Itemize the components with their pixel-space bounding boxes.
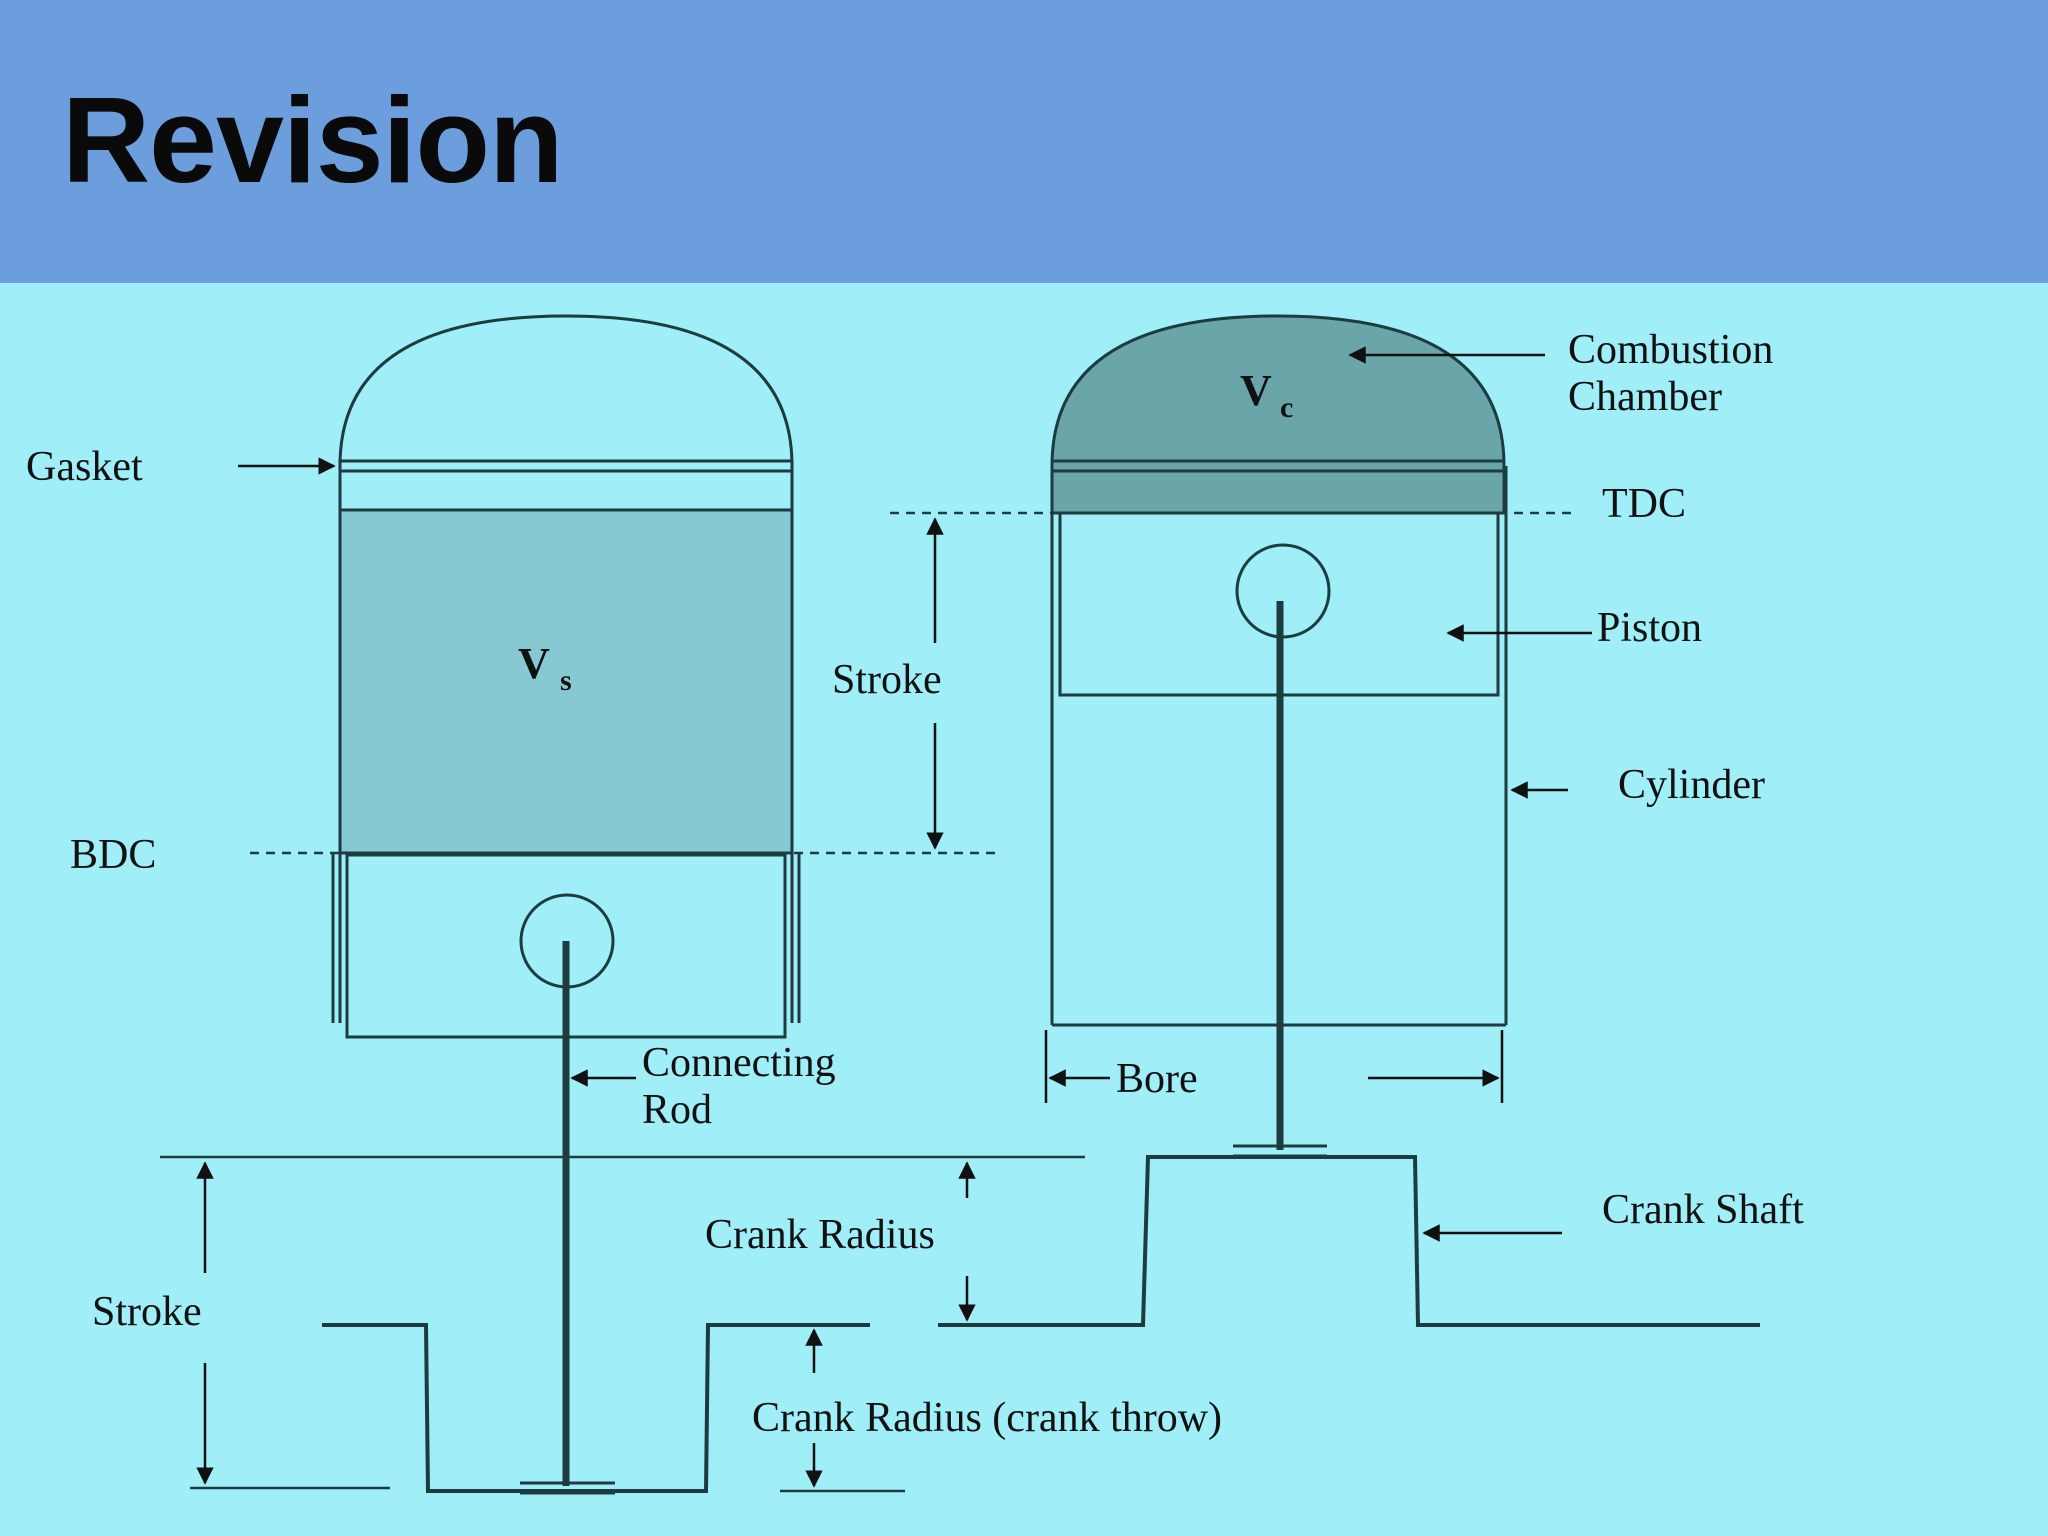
bore-label: Bore — [1116, 1056, 1198, 1102]
swept-volume-region — [338, 508, 794, 855]
clearance-volume-subscript: c — [1280, 391, 1293, 424]
slide-title: Revision — [62, 72, 563, 208]
connecting-rod-label-line1: Connecting — [642, 1040, 836, 1086]
crank-radius-upper-label: Crank Radius — [705, 1212, 935, 1258]
stroke-upper-label: Stroke — [832, 657, 942, 703]
crank-radius-lower-label: Crank Radius (crank throw) — [752, 1395, 1222, 1441]
stroke-lower-label: Stroke — [92, 1289, 202, 1335]
combustion-chamber-label-line2: Chamber — [1568, 374, 1722, 420]
connecting-rod-label-line2: Rod — [642, 1087, 712, 1133]
swept-volume-symbol: V — [518, 639, 550, 688]
right-cylinder — [1050, 314, 1508, 1027]
gasket-label: Gasket — [26, 444, 143, 490]
piston-label: Piston — [1597, 605, 1702, 651]
right-crank-journal — [1233, 1144, 1327, 1158]
tdc-label: TDC — [1602, 481, 1686, 527]
cylinder-label: Cylinder — [1618, 762, 1765, 808]
crank-shaft-label: Crank Shaft — [1602, 1187, 1804, 1233]
diagram-area: V s V c Gasket BDC Stroke Connecting Rod… — [0, 283, 2048, 1536]
engine-cylinder-diagram: V s V c Gasket BDC Stroke Connecting Rod… — [26, 314, 1804, 1495]
combustion-chamber-label-line1: Combustion — [1568, 327, 1773, 373]
bdc-label: BDC — [70, 832, 156, 878]
combustion-chamber-region — [1050, 314, 1506, 515]
clearance-volume-symbol: V — [1240, 366, 1272, 415]
slide-header: Revision — [0, 0, 2048, 283]
left-gasket — [338, 459, 794, 473]
left-crank-profile — [322, 1323, 870, 1493]
swept-volume-subscript: s — [560, 664, 572, 697]
left-cylinder-head-dome — [338, 314, 794, 467]
right-crank-profile — [938, 1155, 1760, 1327]
left-cylinder — [331, 314, 801, 1039]
